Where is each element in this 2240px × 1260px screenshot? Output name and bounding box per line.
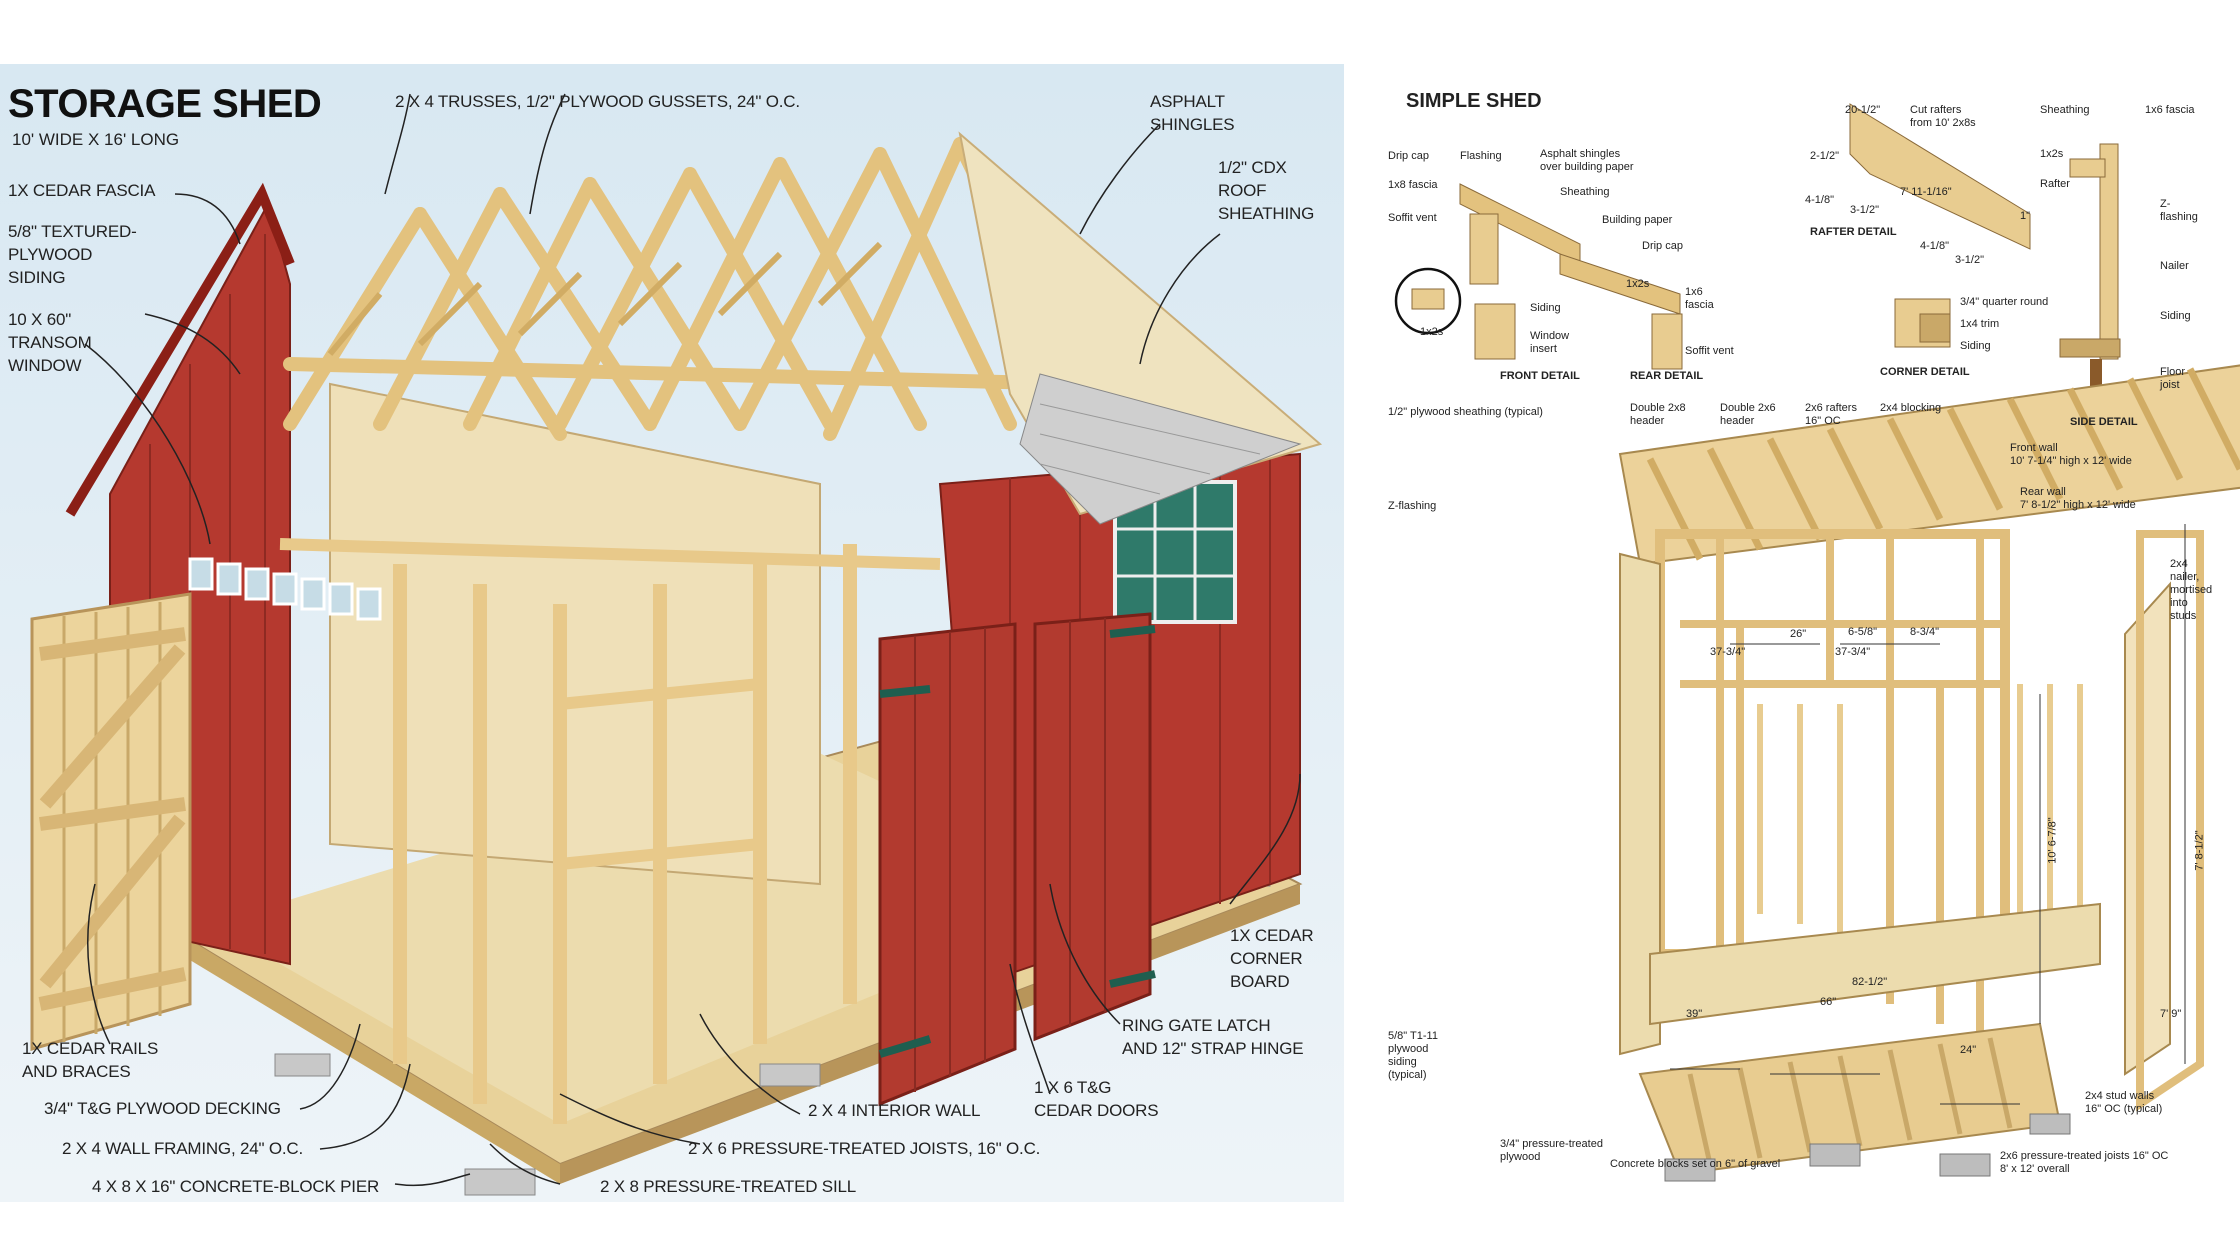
dim-39: 39"	[1686, 1008, 1703, 1020]
dim-37-b: 37-3/4"	[1835, 646, 1871, 658]
label-pt-joists: 2x6 pressure-treated joists 16" OC 8' x …	[2000, 1150, 2169, 1175]
label-wall-framing: 2 x 4 wall framing, 24" O.C.	[62, 1139, 304, 1158]
label-flashing: Flashing	[1460, 150, 1502, 162]
rafter-dim-3: 4-1/8"	[1805, 194, 1834, 206]
dim-82: 82-1/2"	[1852, 976, 1888, 988]
label-pier: 4 x 8 x 16" concrete-block pier	[92, 1177, 380, 1196]
corner-detail-caption: CORNER DETAIL	[1880, 366, 1970, 378]
storage-shed-panel: STORAGE SHED 10' wide x 16' long 2 x 4 t…	[0, 64, 1344, 1202]
dim-10-7: 10' 6-7/8"	[2046, 817, 2059, 864]
label-fascia: 1x cedar fascia	[8, 181, 156, 200]
label-interior-wall: 2 x 4 interior wall	[808, 1101, 981, 1120]
dim-37-a: 37-3/4"	[1710, 646, 1746, 658]
label-cedar-doors: 1 x 6 T&G cedar doors	[1034, 1078, 1159, 1120]
label-double-2x6: Double 2x6 header	[1720, 402, 1776, 427]
rafter-dim-4: 3-1/2"	[1850, 204, 1879, 216]
rear-detail-caption: REAR DETAIL	[1630, 370, 1704, 382]
dim-24: 24"	[1960, 1044, 1977, 1056]
simple-shed-illustration	[1394, 103, 2240, 1182]
label-cut-rafters: Cut rafters from 10' 2x8s	[1910, 104, 1976, 129]
rafter-dim-2: 2-1/2"	[1810, 150, 1839, 162]
side-detail-caption: SIDE DETAIL	[2070, 416, 2138, 428]
label-latch-hinge: Ring gate latch and 12" strap hinge	[1122, 1016, 1304, 1058]
label-siding-2: Siding	[1960, 340, 1991, 352]
label-pt-plywood: 3/4" pressure-treated plywood	[1500, 1138, 1603, 1163]
dim-7-8: 7' 8-1/2"	[2193, 830, 2206, 871]
label-nailer: Nailer	[2160, 260, 2189, 272]
label-drip-cap: Drip cap	[1388, 150, 1429, 162]
label-soffit-vent-2: Soffit vent	[1685, 345, 1734, 357]
label-rails-braces: 1x cedar rails and braces	[22, 1039, 159, 1081]
label-sheathing: Sheathing	[1560, 186, 1610, 198]
label-transom-window: 10 x 60" transom window	[8, 310, 92, 375]
rafter-dim-5: 7' 11-1/16"	[1900, 186, 1952, 198]
label-nailer-2x4: 2x4 nailer, mortised into studs	[2170, 558, 2213, 622]
dim-6-5-8: 6-5/8"	[1848, 626, 1877, 638]
label-floor-joist: Floor joist	[2160, 366, 2186, 391]
label-1x2s-circle: 1x2s	[1420, 326, 1444, 338]
label-t111-siding: 5/8" T1-11 plywood siding (typical)	[1388, 1030, 1438, 1081]
label-z-flashing: Z- flashing	[2160, 198, 2198, 223]
label-stud-walls: 2x4 stud walls 16" OC (typical)	[2085, 1090, 2163, 1115]
simple-shed-title: SIMPLE SHED	[1406, 90, 1542, 112]
dim-26: 26"	[1790, 628, 1807, 640]
label-side-1x2s: 1x2s	[2040, 148, 2064, 160]
storage-shed-title: STORAGE SHED	[8, 82, 322, 126]
label-rafter: Rafter	[2040, 178, 2070, 190]
label-rear-wall: Rear wall 7' 8-1/2" high x 12' wide	[2020, 486, 2136, 511]
simple-shed-panel: SIMPLE SHED Drip cap Flashing Asphalt sh…	[1380, 64, 2240, 1202]
label-trusses: 2 x 4 trusses, 1/2" plywood gussets, 24"…	[395, 92, 800, 111]
label-trim: 1x4 trim	[1960, 318, 2000, 330]
label-sill: 2 x 8 pressure-treated sill	[600, 1177, 856, 1196]
label-decking: 3/4" T&G plywood decking	[44, 1099, 281, 1118]
rafter-dim-1: 20-1/2"	[1845, 104, 1881, 116]
label-fascia-1x8: 1x8 fascia	[1388, 179, 1438, 191]
label-blocking: 2x4 blocking	[1880, 402, 1942, 414]
label-siding: Siding	[1530, 302, 1561, 314]
label-asphalt: Asphalt shingles over building paper	[1540, 148, 1634, 173]
label-drip-cap-2: Drip cap	[1642, 240, 1683, 252]
label-rafters-16: 2x6 rafters 16" OC	[1805, 402, 1857, 427]
label-side-sheathing: Sheathing	[2040, 104, 2090, 116]
label-fascia-1x6: 1x6 fascia	[1685, 286, 1714, 311]
dim-8-3-4: 8-3/4"	[1910, 626, 1939, 638]
label-corner-board: 1x cedar corner board	[1230, 926, 1314, 991]
label-joists: 2 x 6 pressure-treated joists, 16" O.C.	[688, 1139, 1041, 1158]
dim-7-9: 7' 9"	[2160, 1008, 2182, 1020]
rafter-dim-8: 3-1/2"	[1955, 254, 1984, 266]
rafter-detail-caption: RAFTER DETAIL	[1810, 226, 1897, 238]
label-soffit-vent: Soffit vent	[1388, 212, 1437, 224]
label-concrete-blocks: Concrete blocks set on 6" of gravel	[1610, 1158, 1781, 1170]
storage-shed-subtitle: 10' wide x 16' long	[12, 130, 180, 149]
label-side-fascia: 1x6 fascia	[2145, 104, 2195, 116]
label-building-paper: Building paper	[1602, 214, 1673, 226]
dim-66: 66"	[1820, 996, 1837, 1008]
label-quarter-round: 3/4" quarter round	[1960, 296, 2049, 308]
label-plywood-sheathing: 1/2" plywood sheathing (typical)	[1388, 406, 1543, 418]
label-roof-sheathing: 1/2" CDX roof sheathing	[1218, 158, 1315, 223]
label-window-insert: Window insert	[1530, 330, 1570, 355]
label-side-siding: Siding	[2160, 310, 2191, 322]
label-siding: 5/8" textured- plywood siding	[8, 222, 137, 287]
label-1x2s: 1x2s	[1626, 278, 1650, 290]
rafter-dim-6: 1"	[2020, 210, 2031, 222]
label-z-flashing-2: Z-flashing	[1388, 500, 1437, 512]
label-double-2x8: Double 2x8 header	[1630, 402, 1686, 427]
rafter-dim-7: 4-1/8"	[1920, 240, 1949, 252]
front-detail-caption: FRONT DETAIL	[1500, 370, 1580, 382]
storage-shed-illustration	[30, 93, 1323, 1196]
label-shingles: Asphalt shingles	[1150, 92, 1235, 134]
label-front-wall: Front wall 10' 7-1/4" high x 12' wide	[2010, 442, 2132, 467]
